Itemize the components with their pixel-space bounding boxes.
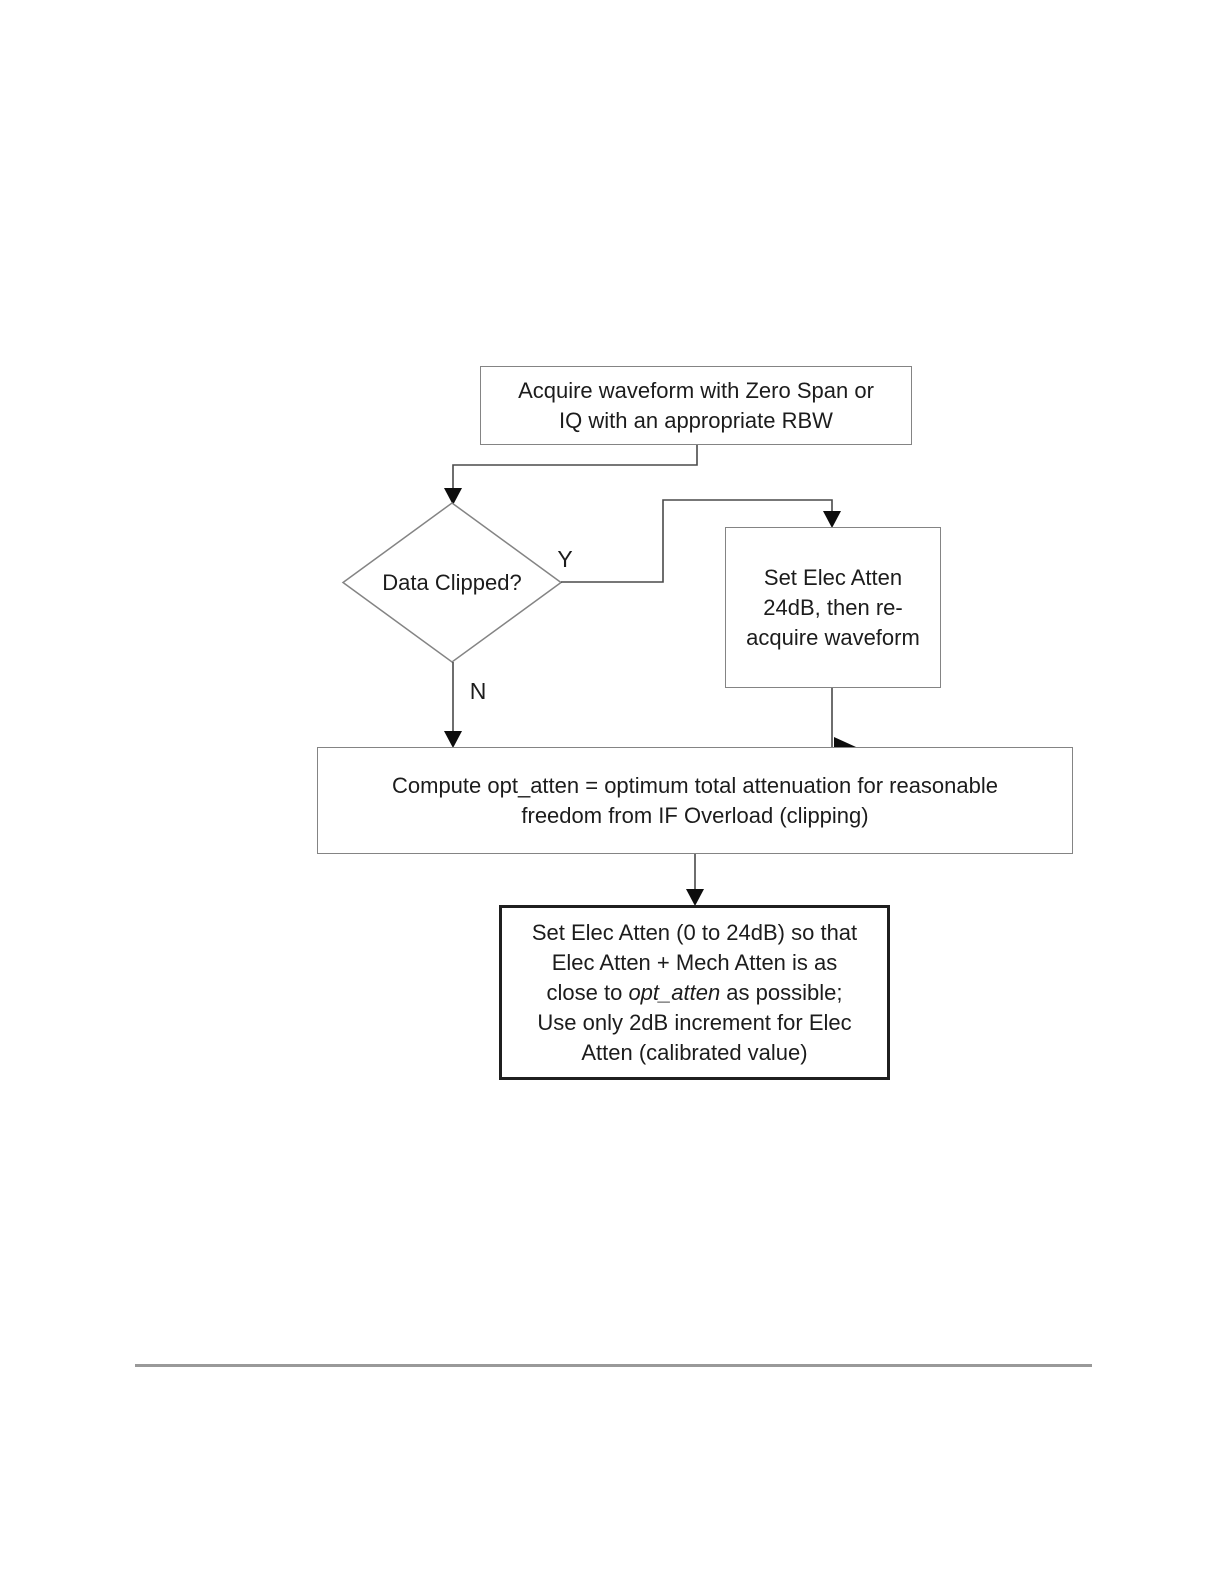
node-text-line: IQ with an appropriate RBW	[559, 407, 833, 433]
node-acquire-waveform: Acquire waveform with Zero Span or IQ wi…	[480, 366, 912, 445]
arrowhead-down-icon	[686, 889, 704, 906]
node-text-segment-italic: opt_atten	[628, 979, 721, 1005]
node-text-segment: close to	[546, 979, 629, 1005]
node-text-line: freedom from IF Overload (clipping)	[521, 802, 869, 828]
node-text-line: Elec Atten + Mech Atten is as	[551, 949, 838, 975]
arrowhead-down-icon	[444, 731, 462, 748]
node-text-line: close to opt_atten as possible;	[547, 978, 843, 1008]
node-compute-opt-atten: Compute opt_atten = optimum total attenu…	[317, 747, 1073, 854]
node-text-line: Atten (calibrated value)	[581, 1039, 808, 1065]
arrowhead-down-icon	[823, 511, 841, 528]
node-text-line: Acquire waveform with Zero Span or	[518, 377, 874, 403]
branch-label-no: N	[469, 677, 487, 704]
node-text-segment: as possible;	[720, 979, 843, 1005]
node-text-line: Set Elec Atten	[763, 564, 903, 590]
branch-label-yes: Y	[557, 545, 573, 572]
node-text-line: acquire waveform	[746, 624, 920, 650]
decision-data-clipped-label: Data Clipped?	[382, 569, 522, 595]
node-set-elec-atten-24db: Set Elec Atten 24dB, then re- acquire wa…	[725, 527, 941, 688]
connector-acquire-to-decision	[452, 445, 698, 489]
node-set-elec-atten-final: Set Elec Atten (0 to 24dB) so that Elec …	[499, 905, 890, 1080]
node-text-line: 24dB, then re-	[763, 594, 903, 620]
node-text-line: Compute opt_atten = optimum total attenu…	[392, 772, 998, 798]
footer-rule	[135, 1364, 1092, 1367]
node-text-line: Set Elec Atten (0 to 24dB) so that	[531, 919, 858, 945]
node-text-line: Use only 2dB increment for Elec	[537, 1009, 852, 1035]
